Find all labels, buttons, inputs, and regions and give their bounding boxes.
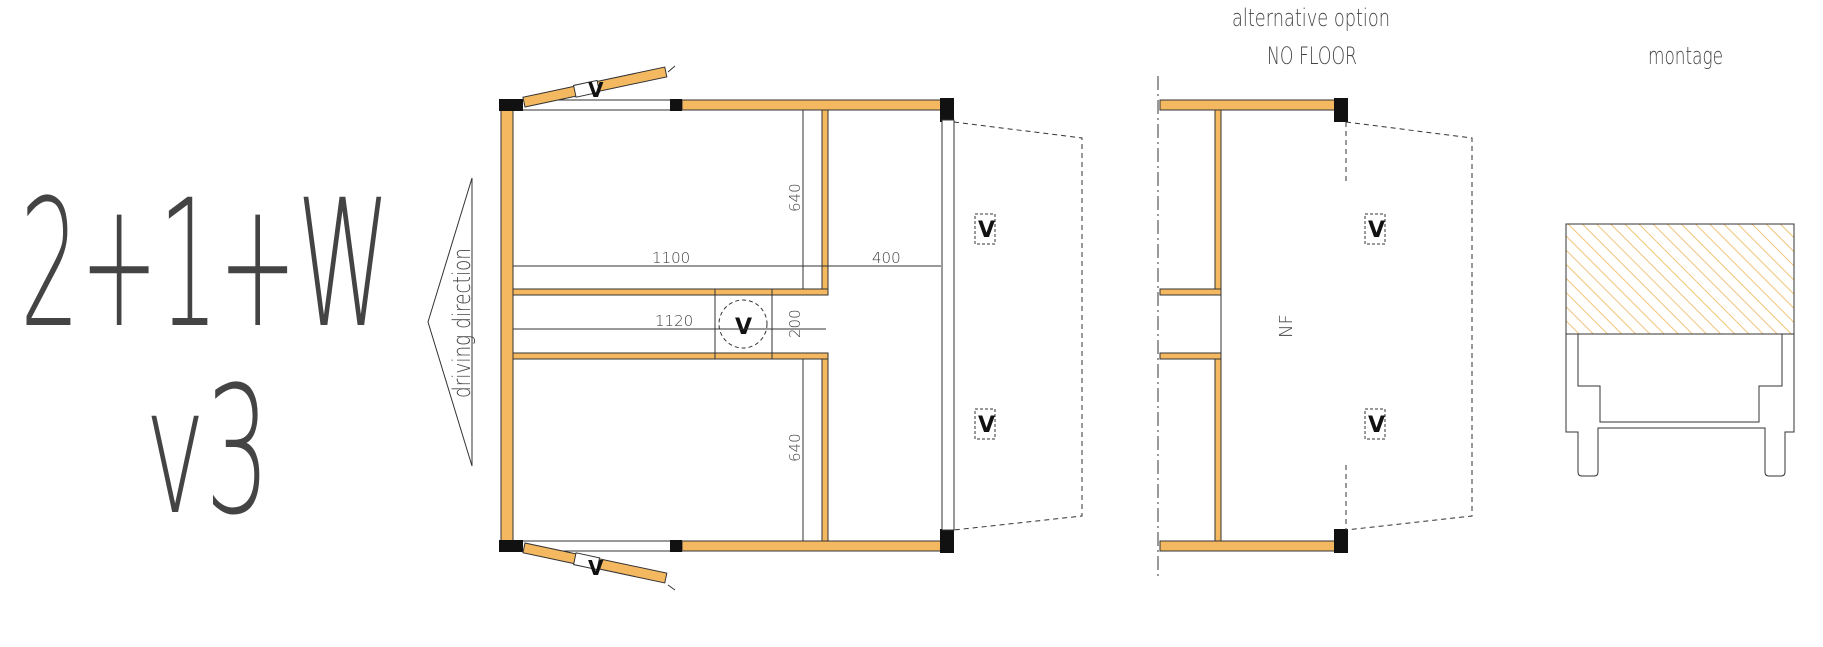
aisle-box — [714, 288, 773, 360]
title-block: 2+1+W v3 — [20, 162, 390, 554]
bottom-wall — [681, 540, 945, 552]
dim-aisle-width: 1120 — [655, 312, 693, 330]
version-label: v3 — [145, 349, 270, 554]
title-code: 2+1+W — [20, 162, 390, 367]
door-leaf-bottom — [522, 542, 668, 584]
montage-label: montage — [1648, 42, 1723, 70]
montage-frame — [1565, 334, 1795, 477]
alt-header-line2: NO FLOOR — [1267, 42, 1357, 70]
canopy-vent-upper: V — [978, 218, 995, 243]
left-wall — [500, 103, 514, 547]
top-wall — [681, 99, 945, 111]
dim-top-width: 1100 — [652, 249, 690, 267]
dim-top-depth: 640 — [786, 183, 804, 212]
canopy-vent-lower: V — [978, 413, 995, 438]
alt-canopy-outline — [1345, 121, 1473, 531]
vent-circle — [718, 299, 768, 349]
no-floor-label: NF — [1276, 314, 1297, 338]
driving-direction-arrow: driving direction — [427, 177, 476, 467]
dim-bottom-depth: 640 — [786, 433, 804, 462]
alt-vent-upper: V — [1368, 218, 1385, 243]
shelf-bottom — [512, 352, 829, 360]
door-vent-label: V — [588, 556, 604, 580]
door-post — [670, 540, 682, 552]
corner-post — [499, 540, 523, 552]
montage-hatched-block — [1565, 223, 1795, 335]
shelf-top — [512, 288, 829, 296]
canopy-outline — [953, 121, 1083, 531]
montage-section: montage — [1565, 42, 1795, 477]
alternative-plan: alternative option NO FLOOR NF V V — [1157, 4, 1473, 580]
dim-right-width: 400 — [872, 249, 901, 267]
door-post — [670, 99, 682, 111]
aisle-vent-label: V — [735, 315, 752, 340]
corner-post — [940, 529, 954, 553]
driving-direction-label: driving direction — [448, 248, 476, 398]
main-floor-plan: V V V 1100 400 1120 640 640 200 V — [499, 65, 1083, 591]
dim-aisle-gap: 200 — [786, 309, 804, 338]
alt-vent-lower: V — [1368, 413, 1385, 438]
alt-header-line1: alternative option — [1232, 4, 1390, 32]
right-panel — [941, 119, 955, 531]
door-leaf-top — [522, 66, 668, 108]
door-vent-label: V — [588, 78, 604, 102]
corner-post — [940, 98, 954, 122]
corner-post — [499, 99, 523, 111]
partition-top — [821, 109, 829, 296]
partition-bottom — [821, 352, 829, 542]
